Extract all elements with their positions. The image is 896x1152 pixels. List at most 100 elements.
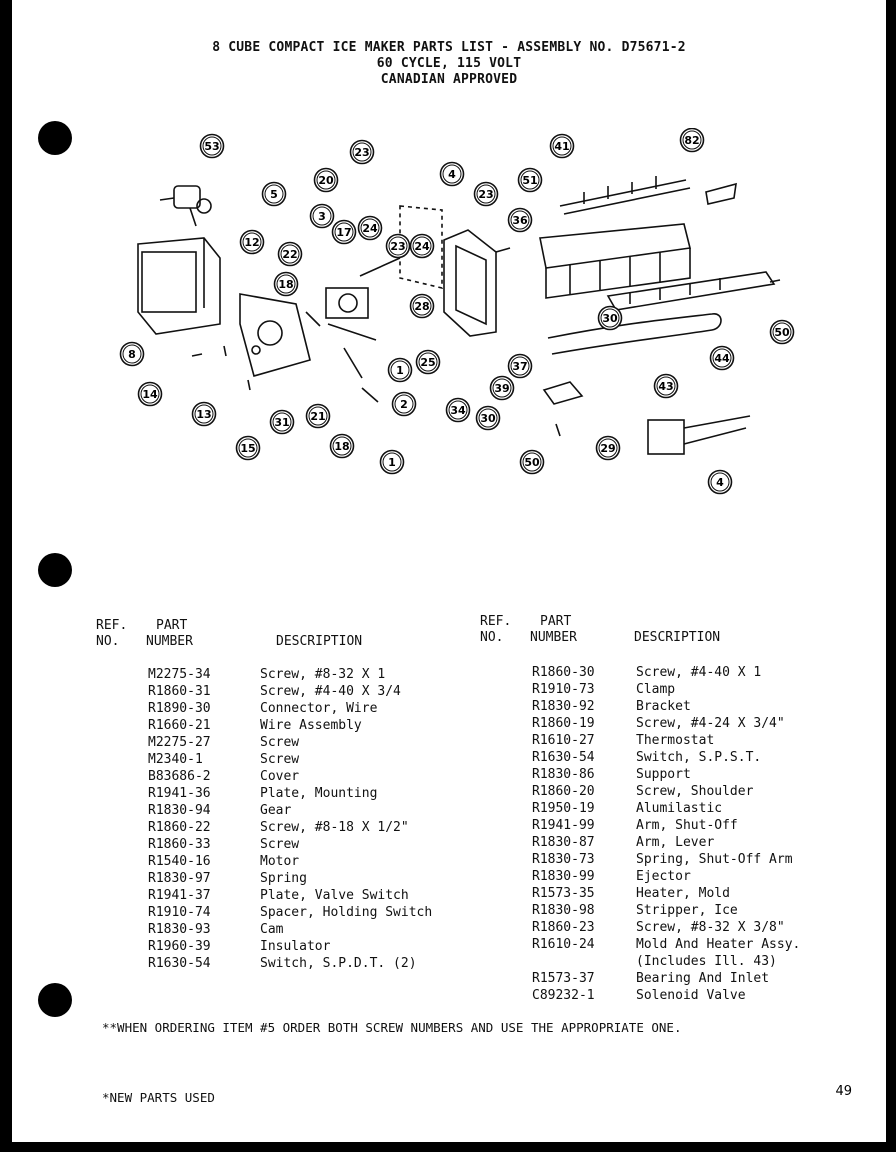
callout-82: 82: [679, 128, 705, 153]
part-number: R1860-22: [148, 820, 211, 835]
callout-30: 30: [597, 305, 623, 331]
callout-label: 30: [480, 412, 496, 425]
callout-20: 20: [313, 167, 339, 193]
callout-label: 18: [278, 278, 293, 291]
part-description: Cover: [260, 769, 300, 784]
callout-label: 1: [396, 364, 404, 377]
header-description-right: DESCRIPTION: [634, 630, 720, 646]
ordering-footnote: **WHEN ORDERING ITEM #5 ORDER BOTH SCREW…: [102, 1020, 682, 1035]
callout-31: 31: [269, 409, 295, 435]
title-line-3: CANADIAN APPROVED: [380, 72, 518, 87]
small-screws-drawing: [191, 279, 781, 437]
part-number: R1860-20: [532, 784, 595, 799]
title-line-2: 60 CYCLE, 115 VOLT: [376, 56, 522, 71]
part-description: Arm, Shut-Off: [636, 818, 738, 833]
part-description: Cam: [260, 922, 284, 937]
part-number: R1830-99: [532, 869, 595, 884]
part-number: R1860-31: [148, 684, 211, 699]
callout-1: 1: [387, 357, 413, 383]
part-description: (Includes Ill. 43): [636, 954, 777, 969]
header-description-right-text: DESCRIPTION: [634, 630, 721, 645]
header-part-right: PART NUMBER: [530, 614, 577, 646]
callout-13: 13: [191, 401, 217, 427]
callout-37: 37: [507, 353, 533, 379]
callout-label: 50: [774, 326, 790, 339]
callout-25: 25: [415, 349, 441, 375]
callout-label: 37: [512, 360, 527, 373]
part-number: R1941-37: [148, 888, 211, 903]
mounting-plate-drawing: [239, 293, 321, 377]
callout-label: 43: [658, 380, 673, 393]
part-number: R1830-92: [532, 699, 595, 714]
part-description: Spring: [260, 871, 307, 886]
callout-label: 23: [354, 146, 369, 159]
page-number: 49: [835, 1084, 852, 1099]
bearing-inlet-drawing: [705, 182, 737, 205]
callout-label: 3: [318, 210, 326, 223]
part-description: Solenoid Valve: [636, 988, 746, 1003]
callout-label: 51: [522, 174, 537, 187]
callout-4: 4: [439, 161, 465, 187]
part-number: R1830-97: [148, 871, 211, 886]
callout-label: 31: [274, 416, 289, 429]
callout-24: 24: [409, 233, 435, 259]
part-description: Screw: [260, 735, 300, 750]
part-number: R1941-36: [148, 786, 211, 801]
part-description: Screw, #8-32 X 3/8": [636, 920, 785, 935]
header-part-right-line1: PART: [540, 614, 572, 629]
part-description: Screw, Shoulder: [636, 784, 754, 799]
callout-1: 1: [379, 449, 405, 475]
part-description: Plate, Mounting: [260, 786, 378, 801]
solenoid-valve-drawing: [159, 185, 212, 227]
part-description: Switch, S.P.S.T.: [636, 750, 762, 765]
part-description: Clamp: [636, 682, 676, 697]
header-description-text: DESCRIPTION: [276, 634, 363, 649]
part-description: Wire Assembly: [260, 718, 362, 733]
callout-label: 5: [270, 188, 278, 201]
part-number: R1830-86: [532, 767, 595, 782]
callout-22: 22: [277, 241, 303, 267]
header-ref: REF. NO.: [96, 618, 127, 650]
part-number: R1860-33: [148, 837, 211, 852]
motor-switch-cluster-drawing: [325, 205, 443, 379]
callout-41: 41: [549, 133, 575, 159]
part-number: R1960-39: [148, 939, 211, 954]
callout-39: 39: [489, 375, 515, 401]
part-number: R1830-73: [532, 852, 595, 867]
part-description: Bracket: [636, 699, 691, 714]
callout-4: 4: [707, 469, 733, 495]
header-part-line1: PART: [156, 618, 188, 633]
callout-label: 41: [554, 140, 569, 153]
callout-28: 28: [409, 293, 435, 319]
wire-assembly-drawing: [647, 415, 751, 455]
callout-21: 21: [305, 403, 331, 429]
part-number: R1573-37: [532, 971, 595, 986]
exploded-parts-diagram: 5323204235141825317242324361222182830508…: [119, 128, 795, 495]
callout-15: 15: [235, 435, 261, 461]
callout-label: 8: [128, 348, 136, 361]
part-description: Plate, Valve Switch: [260, 888, 409, 903]
callout-51: 51: [517, 167, 543, 193]
callout-3: 3: [309, 203, 335, 229]
callout-label: 23: [478, 188, 493, 201]
callout-18: 18: [273, 271, 299, 297]
callout-label: 18: [334, 440, 349, 453]
part-number: R1860-23: [532, 920, 595, 935]
binder-hole-middle: [38, 553, 72, 587]
binder-hole-top: [38, 121, 72, 155]
callout-14: 14: [137, 381, 163, 407]
part-description: Gear: [260, 803, 292, 818]
part-description: Screw, #4-40 X 1: [636, 665, 762, 680]
part-number: R1860-19: [532, 716, 595, 731]
callout-17: 17: [331, 219, 357, 245]
header-ref-right-line1: REF.: [480, 614, 512, 629]
callout-label: 53: [204, 140, 219, 153]
callout-label: 36: [512, 214, 528, 227]
ice-mold-drawing: [539, 223, 691, 299]
header-ref-right: REF. NO.: [480, 614, 511, 646]
callout-12: 12: [239, 229, 265, 255]
callout-2: 2: [391, 391, 417, 417]
callout-label: 21: [310, 410, 325, 423]
callout-34: 34: [445, 397, 471, 423]
callout-label: 15: [240, 442, 255, 455]
